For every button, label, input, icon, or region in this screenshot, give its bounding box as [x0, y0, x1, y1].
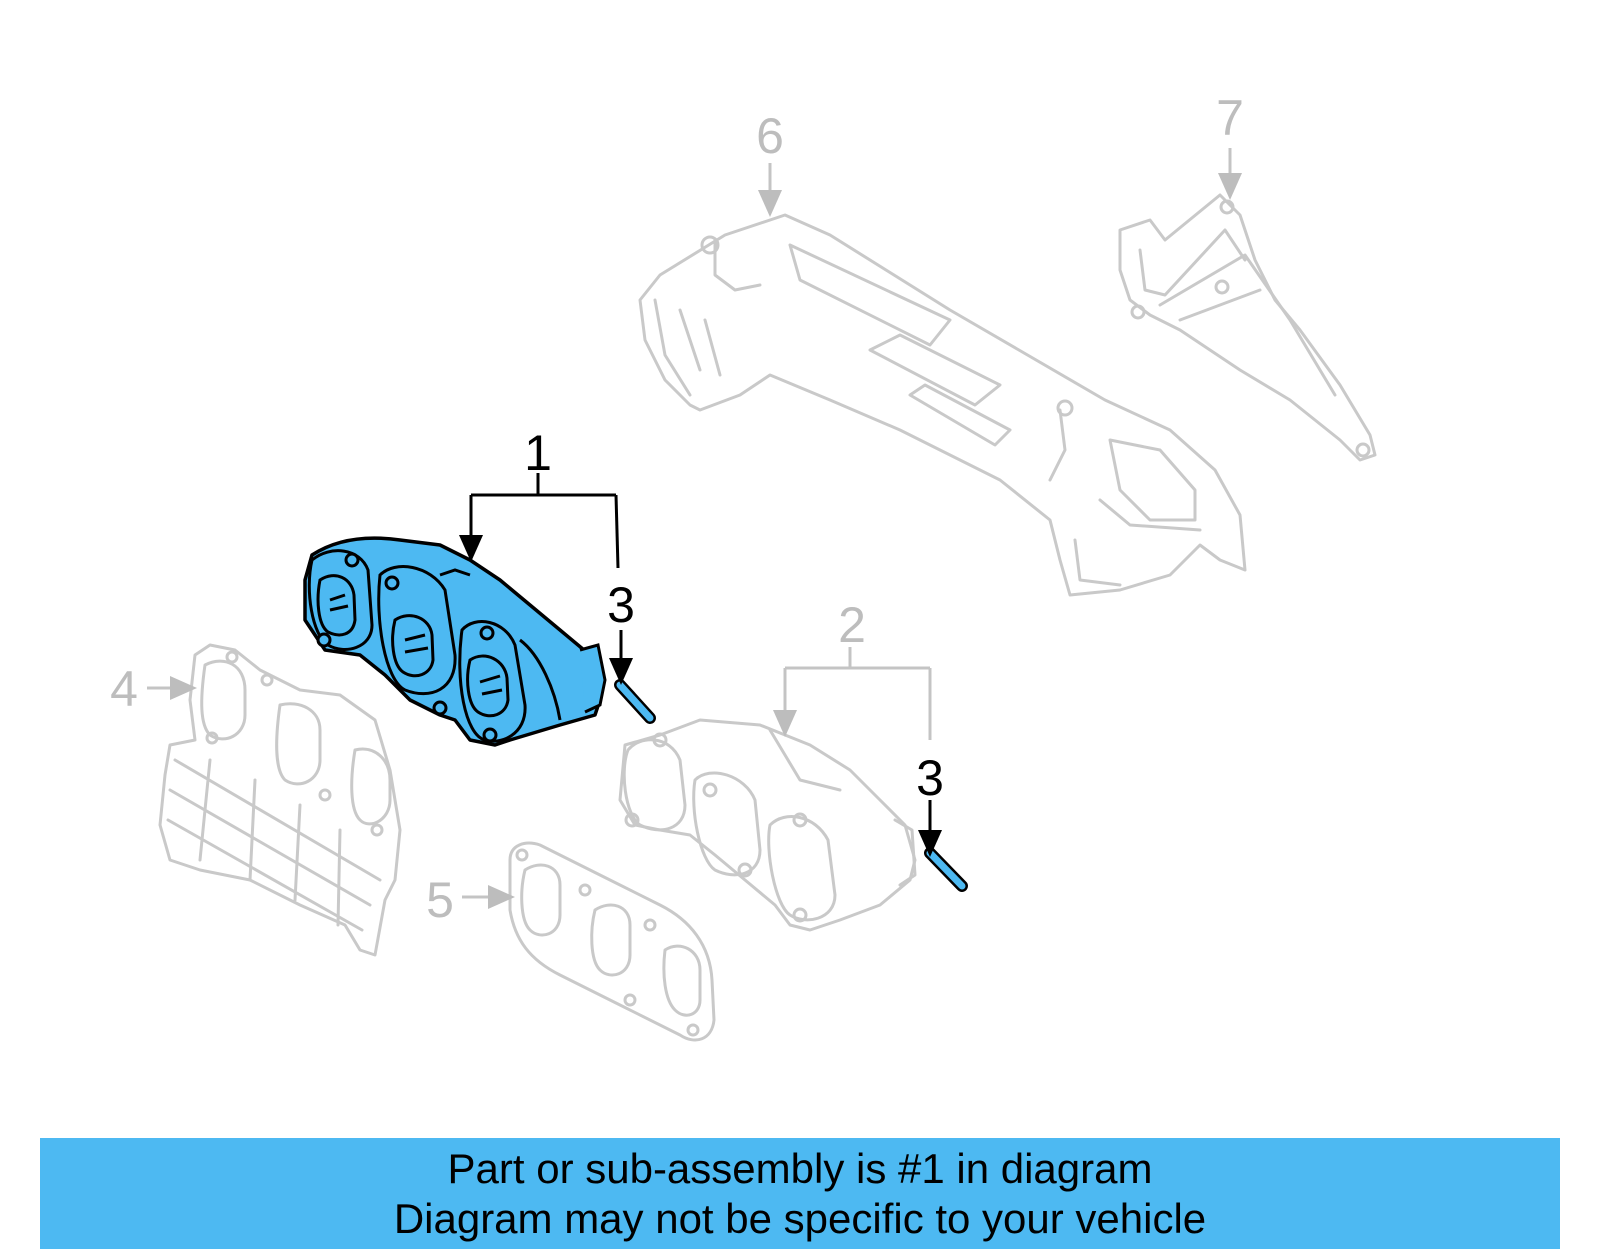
banner-line-2: Diagram may not be specific to your vehi…: [393, 1195, 1207, 1242]
gasket-shield-part-4: [158, 643, 402, 957]
callout-3-left: 3: [607, 577, 635, 633]
callout-7: 7: [1216, 90, 1244, 146]
callout-3-right: 3: [916, 750, 944, 806]
stud-part-3-left: [614, 679, 656, 724]
leader-lines: [147, 148, 1242, 909]
exhaust-manifold-part-2: [618, 718, 917, 932]
callout-5: 5: [426, 872, 454, 928]
heat-shield-part-6: [638, 213, 1247, 597]
info-banner: Part or sub-assembly is #1 in diagram Di…: [40, 1138, 1560, 1249]
bracket-part-7: [1118, 193, 1377, 462]
gasket-part-5: [508, 841, 716, 1042]
banner-line-1: Part or sub-assembly is #1 in diagram: [447, 1145, 1153, 1192]
callout-4: 4: [110, 661, 138, 717]
callout-6: 6: [756, 108, 784, 164]
callout-1: 1: [524, 425, 552, 481]
exhaust-manifold-part-1: [303, 536, 607, 747]
callout-2: 2: [838, 597, 866, 653]
stud-part-3-right: [924, 847, 968, 892]
